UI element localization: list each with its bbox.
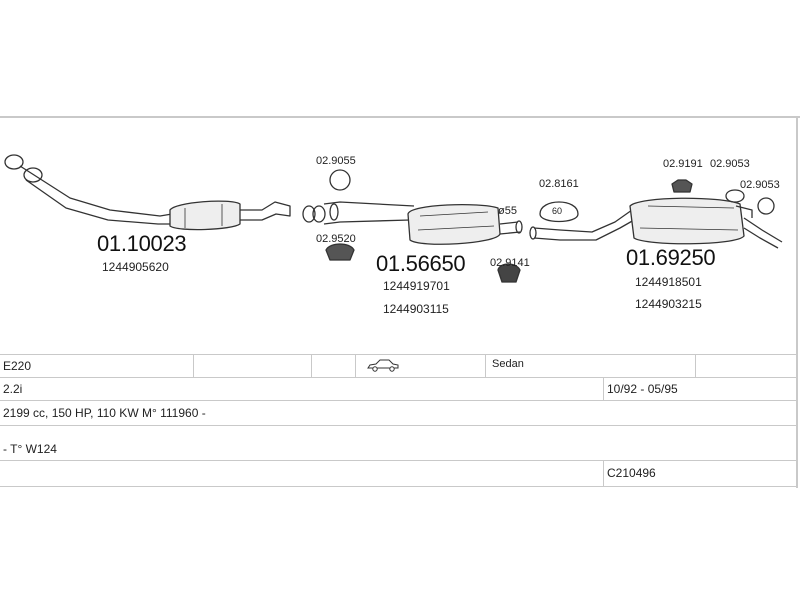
part-number-front: 01.10023	[97, 231, 187, 256]
pipe-diameter-label: ø55	[498, 205, 517, 217]
part-number-middle: 01.56650	[376, 251, 466, 276]
hanger-02-9191	[671, 179, 693, 193]
exhaust-diagram: 60	[4, 154, 783, 283]
vehicle-engine: 2.2i	[3, 382, 23, 396]
oem-number-rear-1: 1244918501	[635, 275, 702, 289]
clamp-size-label: 60	[552, 206, 562, 216]
table-row-border-5	[0, 460, 796, 461]
table-col-divider	[603, 377, 604, 400]
clamp-02-8161	[539, 201, 579, 223]
frame-top-border	[0, 116, 800, 118]
fitting-label-02-9191: 02.9191	[663, 158, 703, 170]
table-col-divider	[311, 354, 312, 377]
rubber-mount-02-9520	[325, 243, 355, 261]
table-col-divider	[193, 354, 194, 377]
oem-number-rear-2: 1244903215	[635, 297, 702, 311]
vehicle-model: E220	[3, 359, 32, 373]
fitting-label-02-8161: 02.8161	[539, 178, 579, 190]
vehicle-body-type: Sedan	[492, 358, 524, 370]
sedan-car-icon	[367, 358, 399, 372]
table-col-divider	[355, 354, 356, 377]
fitting-label-02-9520: 02.9520	[316, 233, 356, 245]
frame-right-border	[796, 116, 798, 488]
ring-gasket-02-9055	[329, 169, 351, 191]
rear-silencer-assembly	[529, 197, 783, 249]
ring-02-9053-b	[757, 197, 775, 215]
fitting-label-02-9053-a: 02.9053	[710, 158, 750, 170]
fitting-label-02-9141: 02.9141	[490, 257, 530, 269]
table-row-border-1	[0, 354, 796, 355]
table-row-border-2	[0, 377, 796, 378]
table-col-divider	[603, 460, 604, 486]
oem-number-front: 1244905620	[102, 260, 169, 274]
vehicle-years: 10/92 - 05/95	[607, 382, 678, 396]
table-col-divider	[695, 354, 696, 377]
hanger-02-9053-a	[725, 189, 745, 203]
middle-silencer-assembly	[302, 201, 523, 245]
catalog-code: C210496	[607, 466, 656, 480]
table-row-border-3	[0, 400, 796, 401]
fitting-label-02-9053-b: 02.9053	[740, 179, 780, 191]
table-row-border-6	[0, 486, 796, 487]
vehicle-chassis: - T° W124	[3, 442, 57, 456]
front-pipe-assembly	[4, 154, 291, 231]
table-col-divider	[485, 354, 486, 377]
oem-number-middle-2: 1244903115	[383, 302, 449, 316]
table-row-border-4	[0, 425, 796, 426]
part-number-rear: 01.69250	[626, 245, 716, 270]
fitting-label-02-9055: 02.9055	[316, 155, 356, 167]
vehicle-specs: 2199 cc, 150 HP, 110 KW M° 111960 -	[3, 406, 206, 420]
rubber-mount-02-9141	[497, 263, 521, 283]
oem-number-middle-1: 1244919701	[383, 279, 450, 293]
